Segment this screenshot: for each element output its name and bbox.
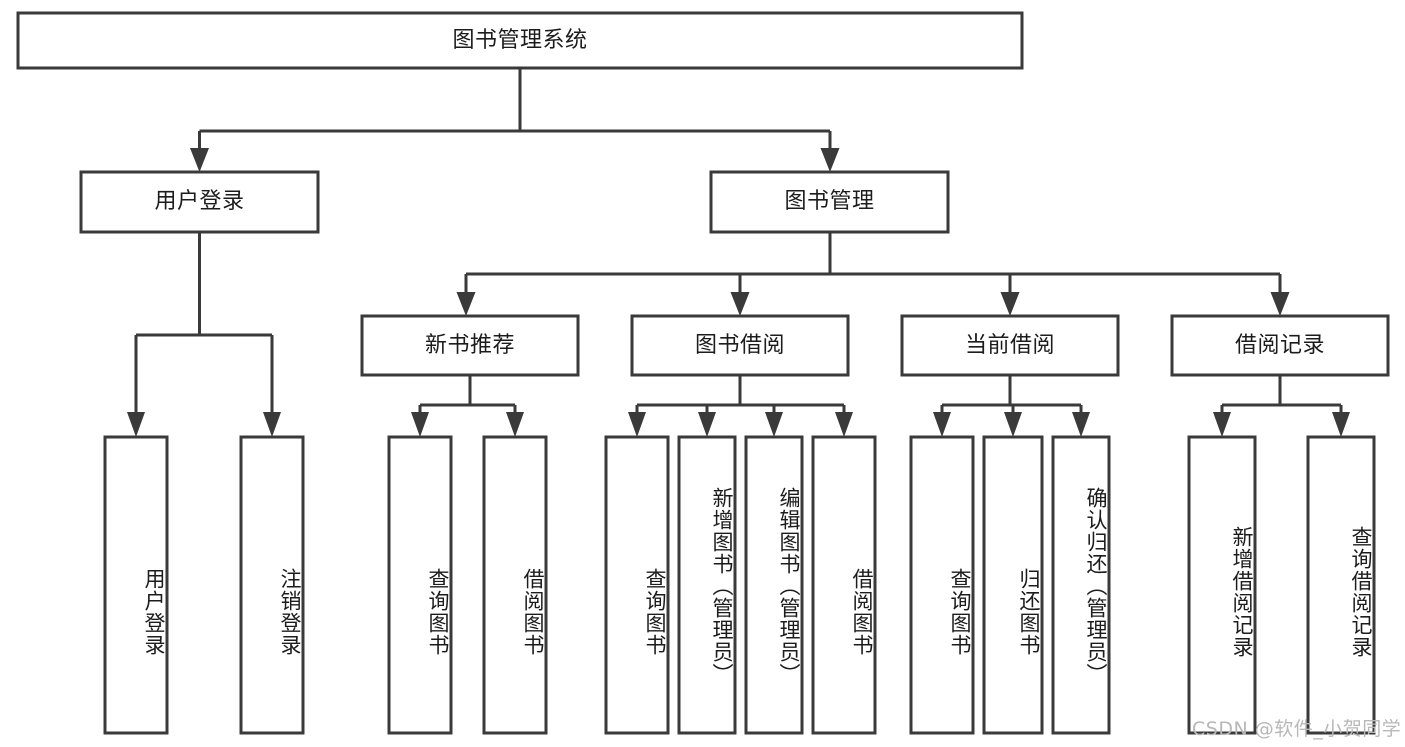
connector-borrow-record-to-leaves — [1213, 375, 1350, 437]
arrow-head-edit-book-admin — [765, 412, 783, 437]
leaf-box-rec-query-book[interactable] — [387, 435, 453, 735]
leaf-box-return-book[interactable] — [982, 435, 1044, 735]
leaf-box-cur-query-book[interactable] — [909, 435, 975, 735]
connector-book-management-to-tier2 — [456, 232, 1290, 316]
arrow-head-borrow-query-book — [628, 412, 646, 437]
leaf-box-borrow-book[interactable] — [811, 435, 877, 735]
node-box-book-management[interactable] — [709, 170, 950, 234]
arrow-head-add-borrow-record — [1213, 412, 1231, 437]
leaf-box-query-borrow-record[interactable] — [1306, 435, 1376, 735]
arrow-head-rec-query-book — [411, 412, 429, 437]
arrow-head-user-login — [190, 148, 209, 172]
arrow-head-leaf-logout — [263, 412, 281, 437]
leaf-box-logout[interactable] — [239, 435, 305, 735]
arrow-head-leaf-user-login — [127, 412, 145, 437]
arrow-head-current-borrow — [1000, 292, 1020, 316]
leaf-box-add-borrow-record[interactable] — [1187, 435, 1257, 735]
leaf-box-borrow-query-book[interactable] — [604, 435, 670, 735]
node-box-user-login[interactable] — [79, 170, 320, 234]
arrow-head-borrow-book — [835, 412, 853, 437]
connector-new-book-recommend-to-leaves — [411, 375, 524, 437]
arrow-head-book-borrow — [730, 292, 750, 316]
node-box-current-borrow[interactable] — [900, 314, 1120, 377]
leaf-box-add-book-admin[interactable] — [677, 435, 737, 735]
leaf-box-rec-borrow-book[interactable] — [482, 435, 548, 735]
connector-current-borrow-to-leaves — [933, 375, 1090, 437]
leaf-box-user-login[interactable] — [103, 435, 169, 735]
arrow-head-cur-query-book — [933, 412, 951, 437]
node-box-root[interactable] — [16, 11, 1024, 70]
leaf-box-edit-book-admin[interactable] — [744, 435, 804, 735]
connector-user-login-to-leaves — [127, 232, 281, 437]
node-box-book-borrow[interactable] — [630, 314, 850, 377]
leaf-box-confirm-return-admin[interactable] — [1051, 435, 1111, 735]
arrow-head-borrow-record — [1270, 292, 1290, 316]
csdn-watermark: CSDN @软件_小贺同学 — [1192, 718, 1402, 740]
arrow-head-add-book-admin — [698, 412, 716, 437]
arrow-head-confirm-return-admin — [1072, 412, 1090, 437]
arrow-head-return-book — [1004, 412, 1022, 437]
arrow-head-query-borrow-record — [1332, 412, 1350, 437]
arrow-head-rec-borrow-book — [506, 412, 524, 437]
connector-book-borrow-to-leaves — [628, 375, 853, 437]
node-box-borrow-record[interactable] — [1170, 314, 1390, 377]
node-box-new-book-recommend[interactable] — [360, 314, 580, 377]
connector-root-to-tier1 — [190, 68, 840, 172]
arrow-head-new-book-recommend — [456, 292, 476, 316]
arrow-head-book-management — [820, 148, 840, 172]
